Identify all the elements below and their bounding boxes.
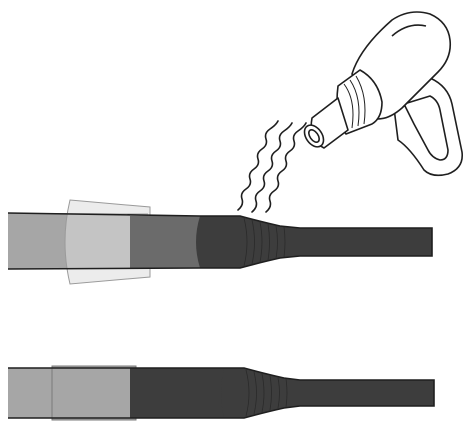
bottom-sleeve-shrunk bbox=[51, 365, 137, 421]
heat-gun-handle-grip bbox=[403, 95, 449, 161]
top-cable-assembly bbox=[7, 199, 433, 285]
heat-waves-icon bbox=[237, 120, 307, 213]
bottom-cable-thin-segment bbox=[298, 380, 434, 406]
heat-gun-nozzle-ribs bbox=[343, 75, 366, 129]
heat-gun-body-highlight bbox=[391, 24, 427, 37]
bottom-cable-light-segment bbox=[8, 368, 58, 418]
bottom-shrink-ribs bbox=[245, 369, 288, 417]
top-loose-sleeve bbox=[64, 199, 151, 285]
top-cable-thin-segment bbox=[298, 228, 432, 256]
bottom-shrink-tube bbox=[221, 368, 300, 418]
bottom-cable-mid-segment bbox=[130, 368, 226, 418]
top-shrink-ribs bbox=[243, 217, 286, 267]
bottom-cable-outline bbox=[8, 367, 435, 419]
bottom-cable-assembly bbox=[8, 365, 435, 421]
top-cable-outline bbox=[7, 212, 433, 270]
top-shrink-tube bbox=[196, 216, 300, 268]
top-cable-mid-segment bbox=[130, 216, 202, 268]
heat-gun-icon bbox=[303, 11, 464, 177]
